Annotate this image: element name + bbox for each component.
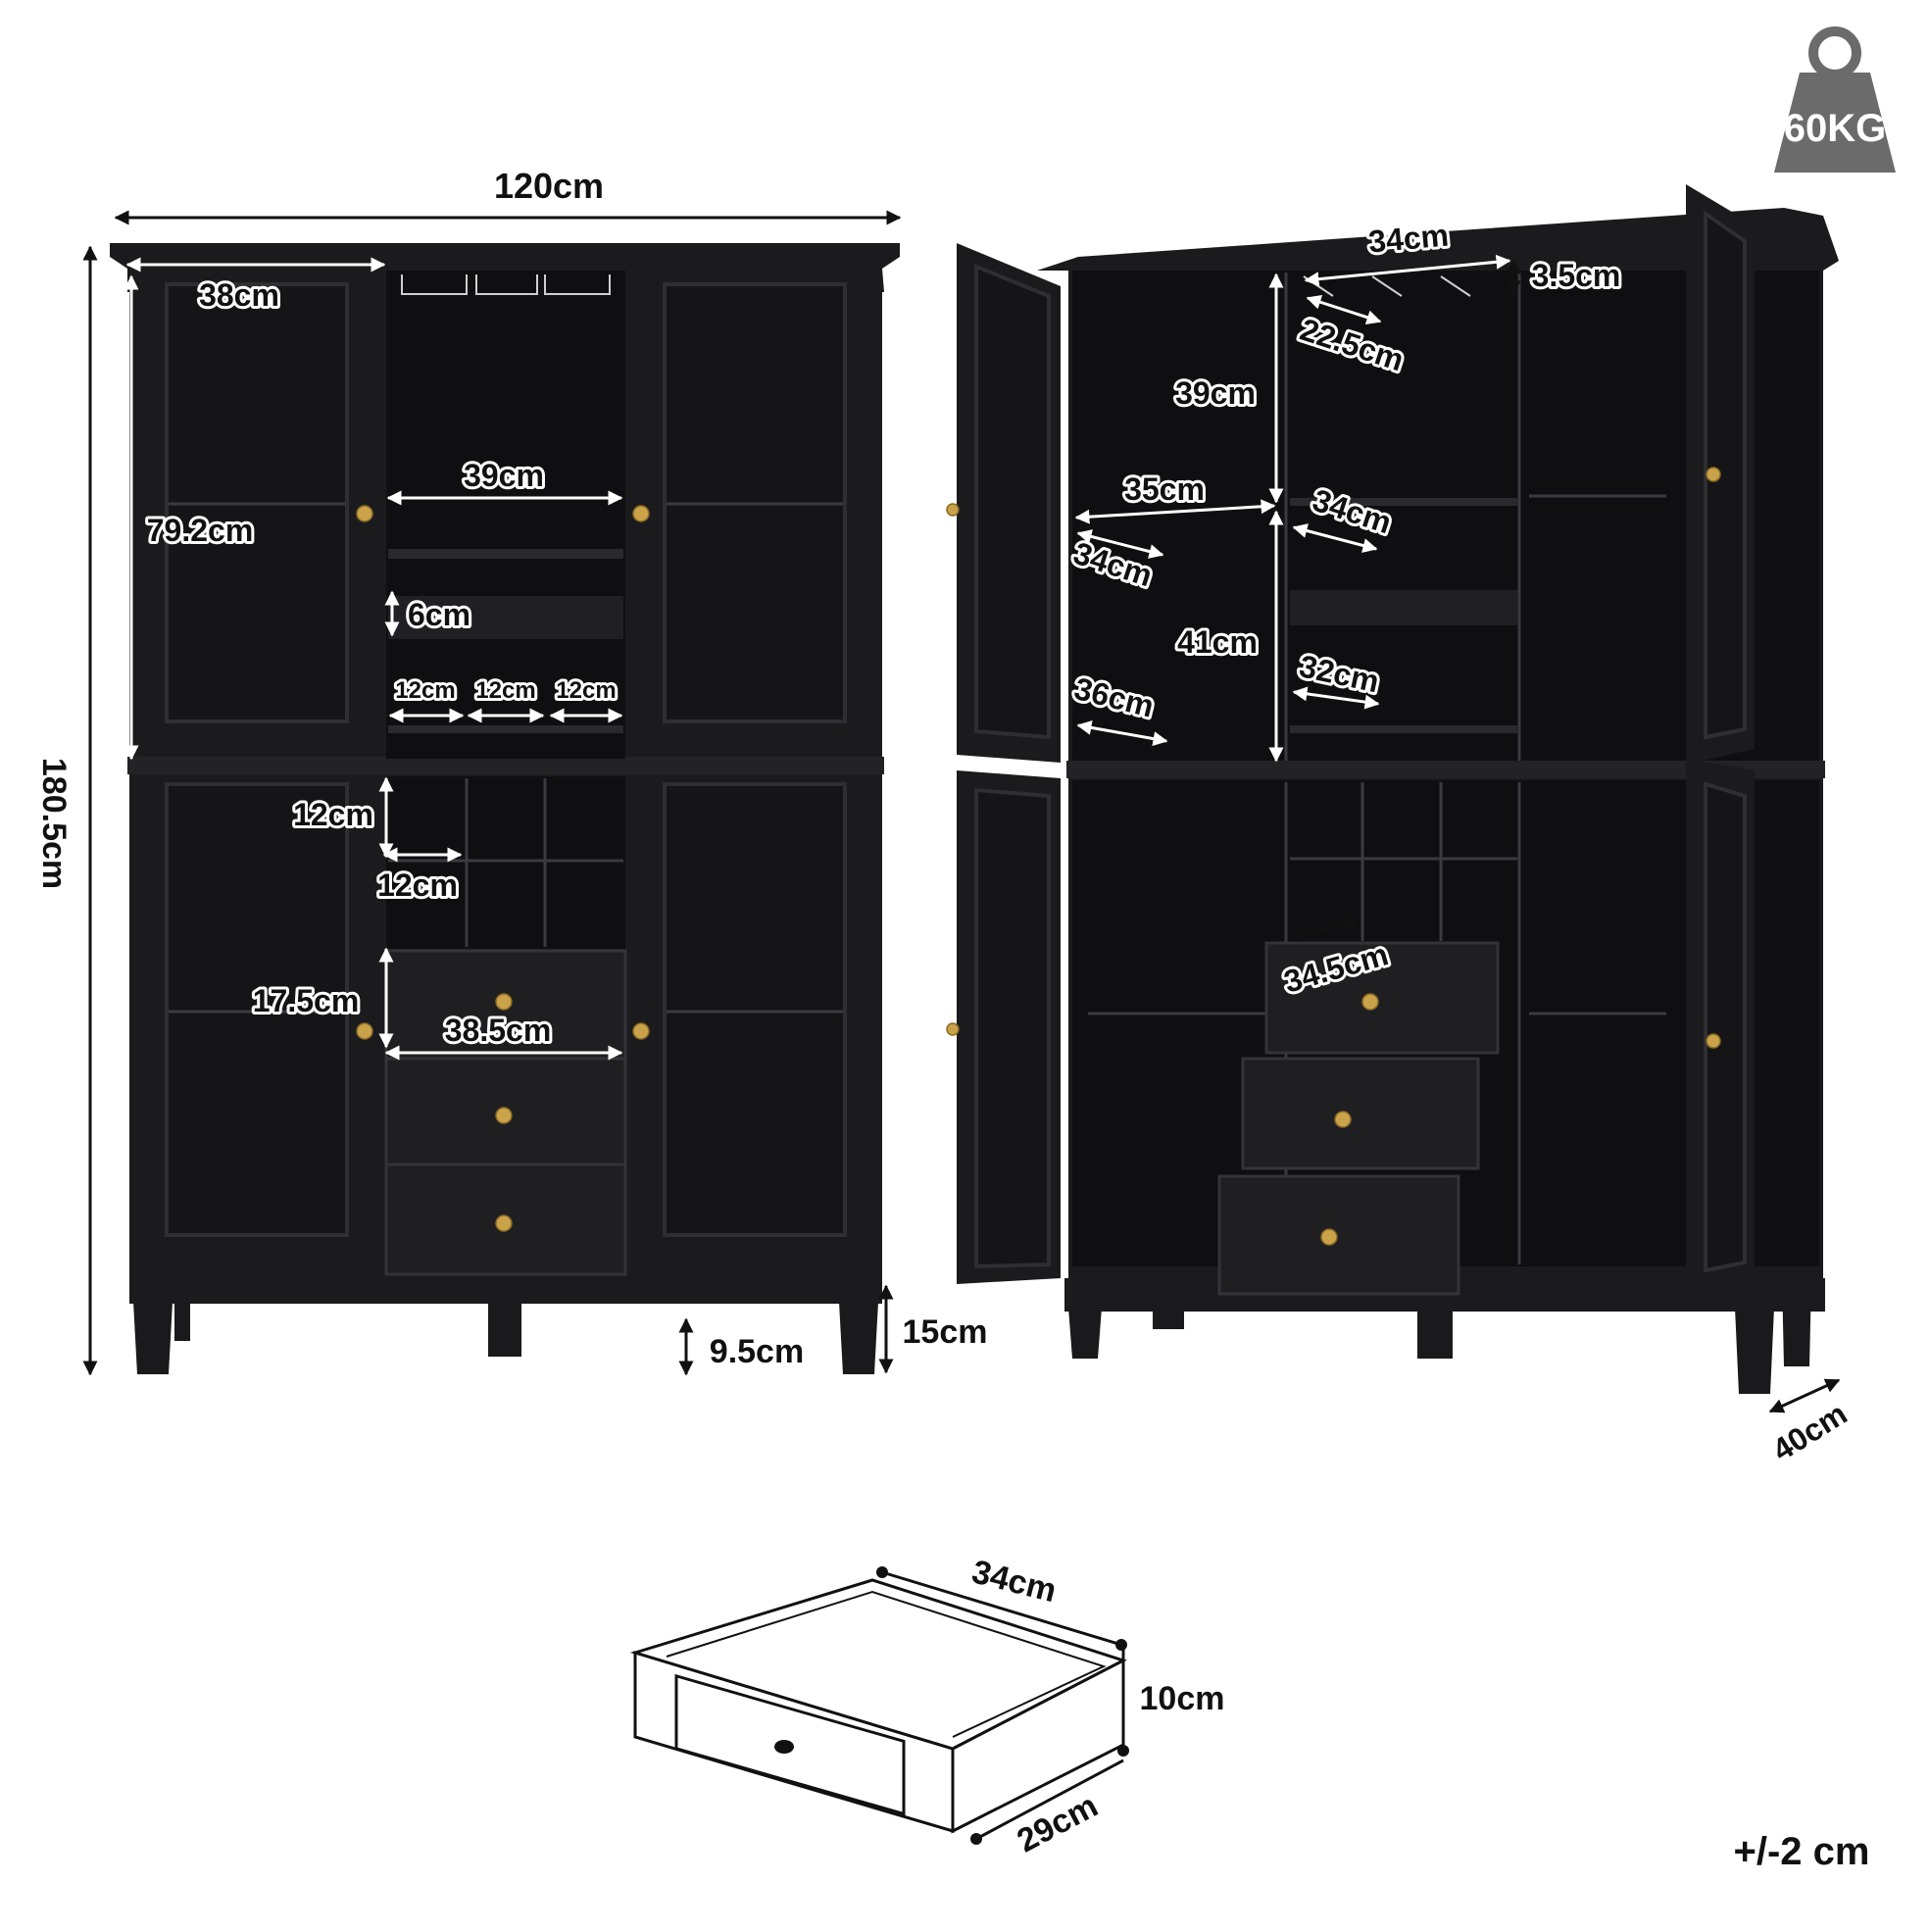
overall-width-label: 120cm: [494, 166, 604, 206]
top-width-label: 34cm: [1367, 218, 1451, 260]
slot-width-1-label: 12cm: [395, 677, 455, 704]
front-view-dimensions: 120cm 180.5cm 38cm 79.2cm 39cm 6cm 12cm …: [35, 166, 988, 1376]
slot-width-2-label: 12cm: [475, 677, 535, 704]
drawer-detail-height-label: 10cm: [1140, 1680, 1225, 1717]
left-lower-height-label: 41cm: [1177, 624, 1258, 660]
rail-height-label: 6cm: [408, 597, 470, 632]
cubby-height-label: 12cm: [293, 797, 373, 832]
open-view-dimensions: 34cm 3.5cm 22.5cm 39cm 35cm 34cm 41cm 36…: [1066, 215, 1853, 1468]
base-height-label: 15cm: [903, 1313, 988, 1351]
upper-height-label: 79.2cm: [147, 513, 254, 548]
weight-badge: 60KG: [1774, 26, 1896, 173]
open-view-cabinet: [946, 184, 1839, 1394]
drawer-detail-depth-label: 29cm: [1012, 1787, 1105, 1859]
drawer-height-label: 17.5cm: [253, 983, 360, 1018]
center-shelf-width-label: 39cm: [464, 458, 544, 493]
overall-height-label: 180.5cm: [35, 758, 73, 889]
slot-width-3-label: 12cm: [556, 677, 616, 704]
rack-gap-label: 3.5cm: [1532, 258, 1621, 293]
left-upper-height-label: 39cm: [1175, 375, 1256, 411]
drawer-width-label: 38.5cm: [445, 1013, 552, 1048]
front-view-cabinet: [110, 243, 900, 1374]
left-shelf-width-label: 35cm: [1124, 471, 1205, 507]
cubby-width-label: 12cm: [377, 867, 458, 903]
tolerance-note: +/-2 cm: [1734, 1830, 1870, 1873]
weight-label: 60KG: [1784, 107, 1887, 150]
weight-icon: [1774, 26, 1896, 173]
drawer-detail: 34cm 10cm 29cm: [629, 1553, 1225, 1859]
leg-height-label: 9.5cm: [710, 1333, 804, 1370]
side-width-label: 38cm: [199, 277, 279, 313]
